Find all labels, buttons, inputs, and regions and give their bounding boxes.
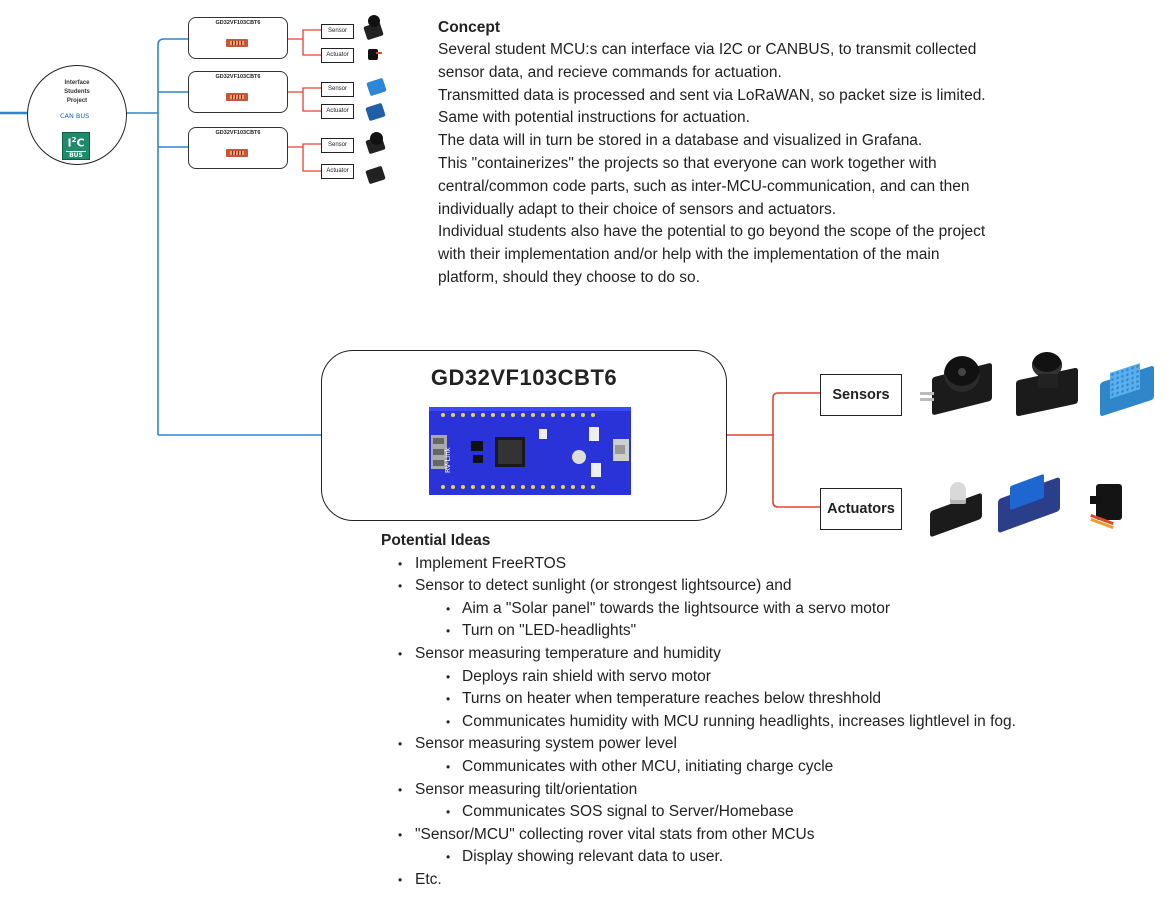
main-mcu-box: GD32VF103CBT6 RV-Link [321, 350, 727, 521]
concept-line-10: with their implementation and/or help wi… [438, 246, 940, 264]
idea-subitem: Communicates with other MCU, initiating … [381, 756, 1141, 779]
student-mcu-3-title: GD32VF103CBT6 [215, 130, 261, 136]
servo-motor-icon [1086, 476, 1136, 532]
concept-line-11: platform, should they choose to do so. [438, 268, 700, 286]
concept-line-2: sensor data, and recieve commands for ac… [438, 63, 782, 81]
mcu-board-image: RV-Link [429, 407, 631, 495]
led-module-icon [364, 164, 388, 186]
sensors-box: Sensors [820, 374, 902, 416]
idea-item: Etc. [381, 869, 1141, 892]
idea-item: "Sensor/MCU" collecting rover vital stat… [381, 824, 1141, 847]
concept-line-6: This "containerizes" the projects so tha… [438, 154, 937, 172]
board-silkscreen-label: RV-Link [444, 446, 452, 473]
idea-subitem: Communicates humidity with MCU running h… [381, 711, 1141, 734]
canbus-label: CAN BUS [60, 112, 90, 120]
concept-line-7: central/common code parts, such as inter… [438, 177, 970, 195]
idea-subitem: Turns on heater when temperature reaches… [381, 688, 1141, 711]
relay-module-icon [994, 470, 1066, 534]
servo-icon [364, 46, 384, 64]
buzzer-module-icon [918, 352, 998, 418]
student-mcu-2: GD32VF103CBT6 [188, 71, 288, 113]
interface-title-line-1: Interface [64, 80, 90, 86]
student-mcu-1-actuator: Actuator [321, 48, 354, 63]
interface-title-line-2: Students [64, 89, 90, 95]
interface-title: Interface Students Project [28, 79, 126, 106]
idea-item: Implement FreeRTOS [381, 553, 1141, 576]
student-mcu-3: GD32VF103CBT6 [188, 127, 288, 169]
idea-subitem: Turn on "LED-headlights" [381, 620, 1141, 643]
concept-line-9: Individual students also have the potent… [438, 223, 986, 241]
i2c-bus-label: BUS [66, 150, 86, 160]
mcu-board-icon [226, 39, 248, 47]
potential-ideas-section: Potential Ideas Implement FreeRTOS Senso… [381, 530, 1141, 892]
buzzer-icon [362, 130, 390, 156]
student-mcu-2-title: GD32VF103CBT6 [215, 74, 261, 80]
relay-icon [364, 102, 388, 122]
idea-subitem: Communicates SOS signal to Server/Homeba… [381, 801, 1141, 824]
interface-circle: Interface Students Project CAN BUS I2C B… [27, 65, 127, 165]
mcu-board-icon [226, 93, 248, 101]
ideas-list: Implement FreeRTOS Sensor to detect sunl… [381, 553, 1141, 892]
student-mcu-1-sensor: Sensor [321, 24, 354, 39]
led-module-large-icon [926, 476, 990, 538]
idea-item: Sensor measuring system power level [381, 733, 1141, 756]
concept-line-5: The data will in turn be stored in a dat… [438, 132, 923, 150]
mcu-board-icon [226, 149, 248, 157]
concept-section: Concept Several student MCU:s can interf… [438, 17, 1058, 290]
i2c-bus-logo: I2C BUS [62, 132, 90, 160]
concept-heading: Concept [438, 19, 500, 36]
joystick-icon [360, 14, 386, 41]
student-mcu-3-actuator: Actuator [321, 164, 354, 179]
concept-line-3: Transmitted data is processed and sent v… [438, 86, 986, 104]
concept-line-8: individually adapt to their choice of se… [438, 200, 837, 218]
idea-item: Sensor measuring tilt/orientation [381, 779, 1141, 802]
concept-line-4: Same with potential instructions for act… [438, 109, 750, 127]
idea-item: Sensor measuring temperature and humidit… [381, 643, 1141, 666]
student-mcu-1-title: GD32VF103CBT6 [215, 20, 261, 26]
student-mcu-3-sensor: Sensor [321, 138, 354, 153]
idea-subitem: Display showing relevant data to user. [381, 846, 1141, 869]
student-mcu-2-actuator: Actuator [321, 104, 354, 119]
idea-item: Sensor to detect sunlight (or strongest … [381, 575, 1141, 598]
joystick-module-icon [1010, 350, 1090, 418]
actuators-box: Actuators [820, 488, 902, 530]
concept-line-1: Several student MCU:s can interface via … [438, 41, 977, 58]
student-mcu-2-sensor: Sensor [321, 82, 354, 97]
dht-sensor-icon [1096, 354, 1162, 418]
idea-subitem: Deploys rain shield with servo motor [381, 666, 1141, 689]
idea-subitem: Aim a "Solar panel" towards the lightsou… [381, 598, 1141, 621]
interface-title-line-3: Project [66, 98, 88, 104]
main-mcu-title: GD32VF103CBT6 [430, 365, 618, 390]
student-mcu-1: GD32VF103CBT6 [188, 17, 288, 59]
ideas-heading: Potential Ideas [381, 532, 491, 549]
humidity-sensor-icon [364, 76, 390, 98]
